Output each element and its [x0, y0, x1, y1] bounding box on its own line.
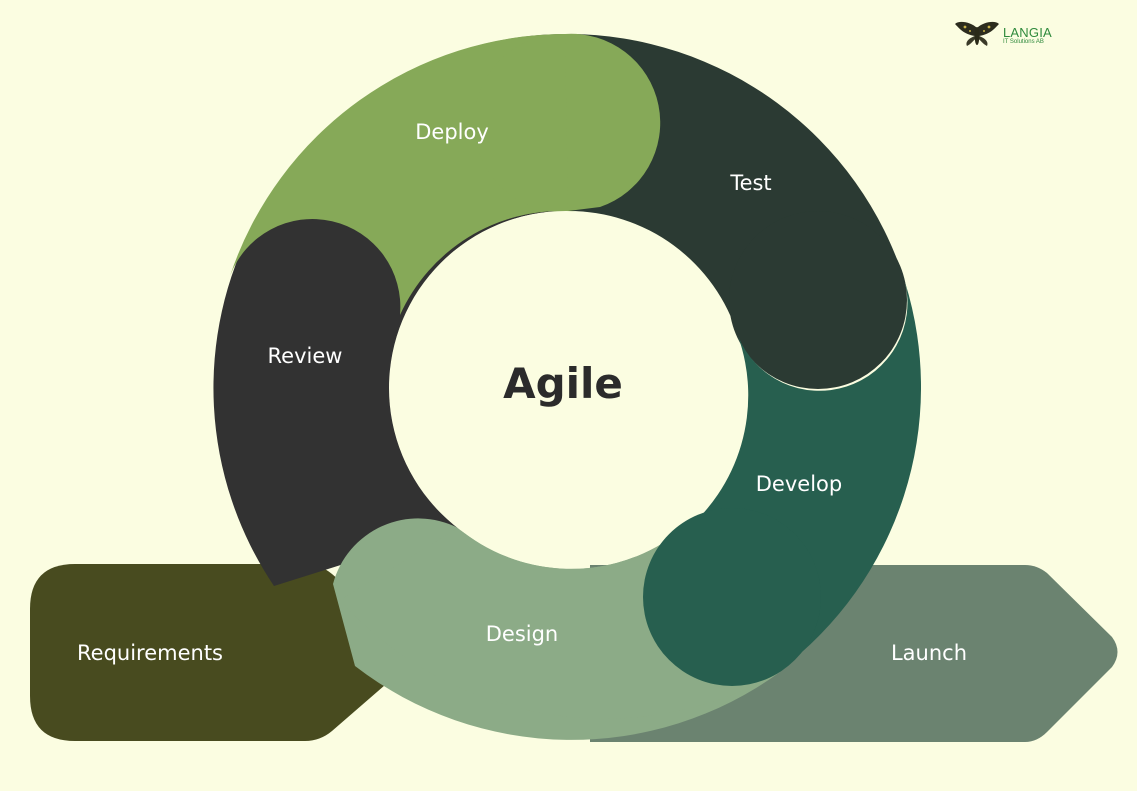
launch-label: Launch	[891, 641, 967, 665]
moth-icon	[955, 21, 999, 46]
test-segment-cap	[729, 211, 907, 389]
design-label: Design	[486, 622, 559, 646]
agile-center-circle	[389, 211, 743, 565]
company-logo: LANGIA IT Solutions AB	[953, 20, 1063, 50]
develop-segment-cap	[643, 508, 821, 686]
review-label: Review	[268, 344, 343, 368]
requirements-arrow	[30, 564, 409, 741]
deploy-segment-cap-overlay	[565, 33, 661, 211]
test-label: Test	[729, 171, 771, 195]
develop-label: Develop	[756, 472, 842, 496]
center-title: Agile	[503, 359, 623, 408]
deploy-label: Deploy	[415, 120, 489, 144]
logo-tagline: IT Solutions AB	[1003, 39, 1044, 45]
requirements-label: Requirements	[77, 641, 223, 665]
logo-name: LANGIA	[1003, 25, 1052, 40]
